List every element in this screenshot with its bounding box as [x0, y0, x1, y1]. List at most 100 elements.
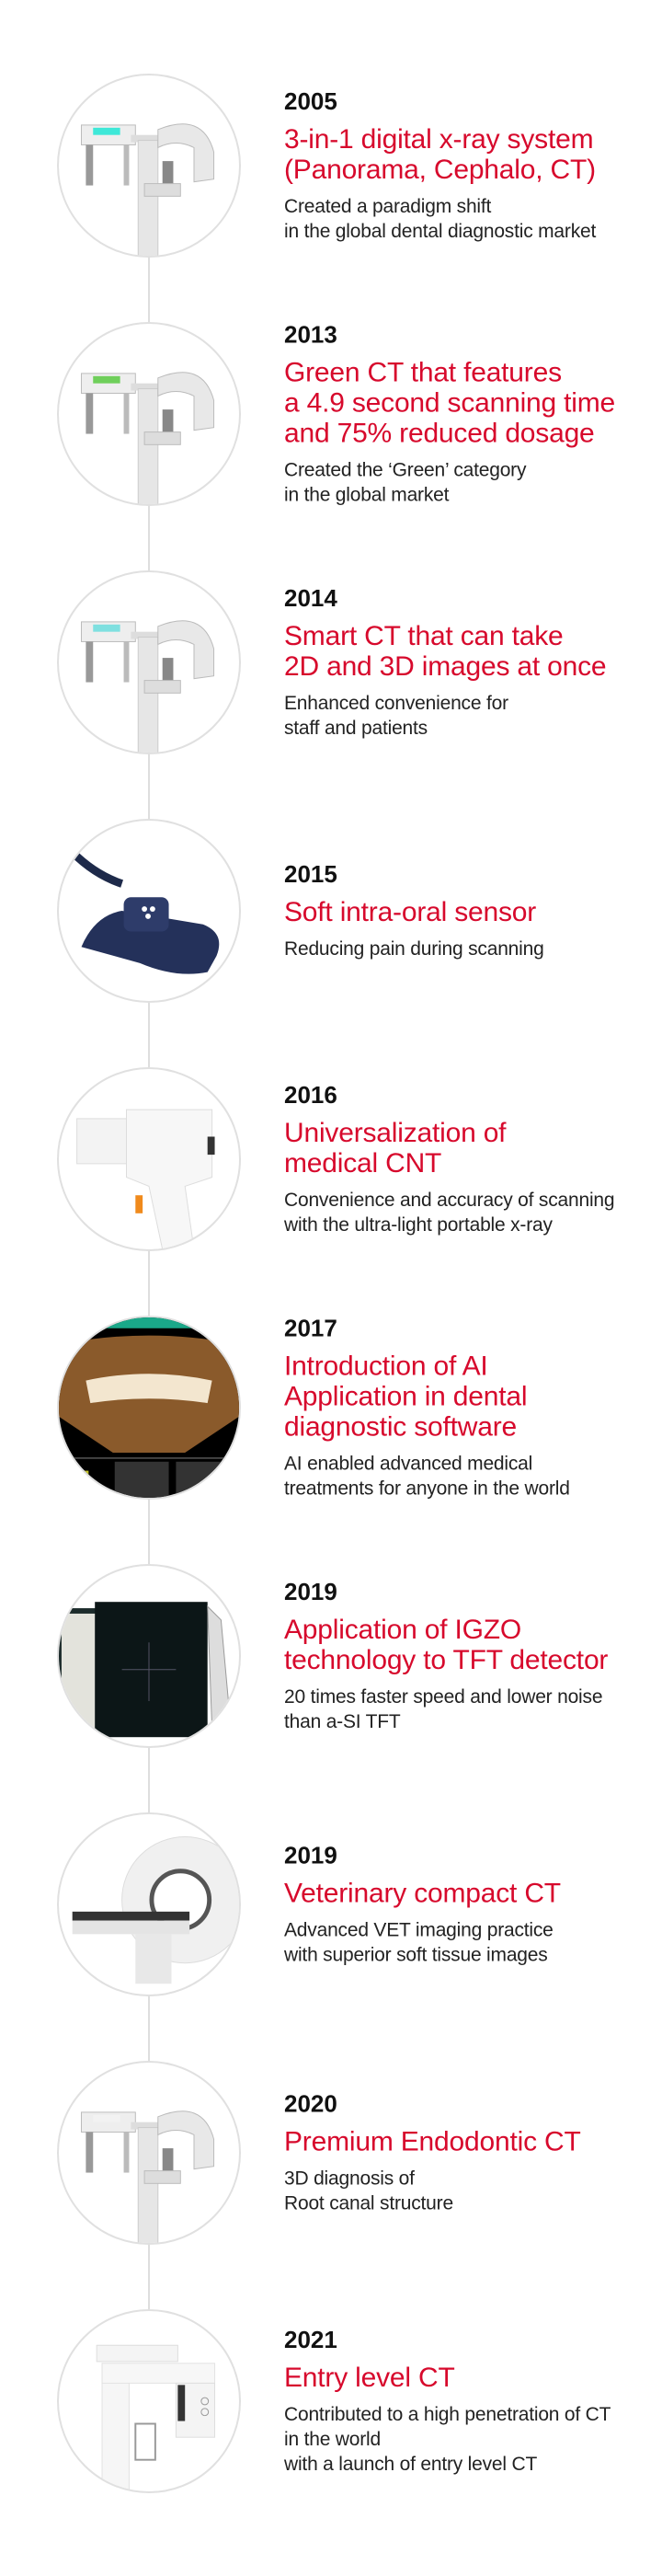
milestone-description: Advanced VET imaging practice with superi… — [284, 1918, 652, 1968]
milestone-year: 2019 — [284, 1841, 337, 1869]
milestone-year: 2005 — [284, 87, 337, 115]
description-line: Advanced VET imaging practice — [284, 1919, 554, 1941]
timeline-connector — [148, 2245, 150, 2309]
description-line: than a-SI TFT — [284, 1711, 401, 1732]
milestone-text: 2005 3-in-1 digital x-ray system(Panoram… — [284, 87, 652, 244]
title-line: Veterinary compact CT — [284, 1878, 561, 1909]
green-ct-machine-image — [57, 322, 241, 506]
milestone-description: AI enabled advanced medical treatments fo… — [284, 1452, 652, 1501]
timeline-item: 2021 Entry level CT Contributed to a hig… — [0, 2309, 662, 2493]
timeline-connector — [148, 1251, 150, 1316]
description-line: with the ultra-light portable x-ray — [284, 1214, 553, 1236]
timeline-connector — [148, 1996, 150, 2061]
milestone-description: 20 times faster speed and lower noise tha… — [284, 1685, 652, 1734]
milestone-year: 2017 — [284, 1314, 337, 1342]
description-line: in the world — [284, 2429, 381, 2450]
milestone-title: Veterinary compact CT — [284, 1879, 652, 1909]
title-line: medical CNT — [284, 1148, 442, 1179]
panoramic-cephalo-ct-machine-image — [57, 74, 241, 258]
title-line: 3-in-1 digital x-ray system — [284, 124, 594, 155]
title-line: (Panorama, Cephalo, CT) — [284, 155, 596, 185]
description-line: Contributed to a high penetration of CT — [284, 2404, 611, 2425]
timeline-connector — [148, 1500, 150, 1564]
title-line: diagnostic software — [284, 1411, 518, 1443]
milestone-description: Convenience and accuracy of scanning with… — [284, 1188, 652, 1237]
description-line: Enhanced convenience for — [284, 693, 508, 714]
milestone-title: Soft intra-oral sensor — [284, 897, 652, 927]
description-line: Reducing pain during scanning — [284, 938, 544, 960]
dental-software-screen-image — [57, 1316, 241, 1500]
timeline-connector — [148, 1748, 150, 1812]
title-line: Application in dental — [284, 1381, 528, 1412]
description-line: in the global dental diagnostic market — [284, 221, 597, 242]
portable-xray-image — [57, 1067, 241, 1251]
timeline-connector — [148, 506, 150, 570]
milestone-description: Contributed to a high penetration of CT i… — [284, 2402, 652, 2477]
title-line: Entry level CT — [284, 2363, 455, 2393]
milestone-year: 2021 — [284, 2326, 337, 2353]
description-line: Created the ‘Green’ category — [284, 459, 527, 481]
milestone-year: 2013 — [284, 320, 337, 349]
description-line: with superior soft tissue images — [284, 1944, 548, 1966]
timeline-item: 2005 3-in-1 digital x-ray system(Panoram… — [0, 74, 662, 258]
milestone-description: Created a paradigm shift in the global de… — [284, 194, 652, 244]
smart-ct-machine-image — [57, 570, 241, 754]
intraoral-sensor-image — [57, 819, 241, 1003]
title-line: a 4.9 second scanning time — [284, 387, 616, 419]
milestone-year: 2016 — [284, 1081, 337, 1109]
title-line: Smart CT that can take — [284, 621, 564, 651]
milestone-text: 2021 Entry level CT Contributed to a hig… — [284, 2326, 652, 2477]
title-line: technology to TFT detector — [284, 1645, 609, 1675]
timeline-connector — [148, 258, 150, 322]
title-line: Premium Endodontic CT — [284, 2126, 581, 2157]
timeline-item: 2015 Soft intra-oral sensor Reducing pai… — [0, 819, 662, 1003]
description-line: Created a paradigm shift — [284, 196, 492, 217]
endodontic-ct-machine-image — [57, 2061, 241, 2245]
milestone-description: Reducing pain during scanning — [284, 937, 652, 961]
title-line: and 75% reduced dosage — [284, 418, 595, 449]
timeline-item: 2020 Premium Endodontic CT 3D diagnosis … — [0, 2061, 662, 2245]
milestone-title: Premium Endodontic CT — [284, 2127, 652, 2157]
milestone-text: 2015 Soft intra-oral sensor Reducing pai… — [284, 860, 652, 961]
description-line: 3D diagnosis of — [284, 2168, 415, 2190]
timeline-item: 2019 Veterinary compact CT Advanced VET … — [0, 1812, 662, 1996]
milestone-text: 2020 Premium Endodontic CT 3D diagnosis … — [284, 2090, 652, 2216]
description-line: 20 times faster speed and lower noise — [284, 1686, 603, 1708]
description-line: AI enabled advanced medical — [284, 1453, 533, 1475]
milestone-year: 2014 — [284, 584, 337, 612]
entry-level-ct-machine-image — [57, 2309, 241, 2493]
milestone-year: 2019 — [284, 1578, 337, 1605]
title-line: Introduction of AI — [284, 1351, 488, 1382]
title-line: Green CT that features — [284, 357, 562, 388]
description-line: in the global market — [284, 484, 450, 506]
milestone-title: Entry level CT — [284, 2363, 652, 2393]
milestone-year: 2015 — [284, 860, 337, 888]
milestone-text: 2019 Veterinary compact CT Advanced VET … — [284, 1842, 652, 1968]
description-line: with a launch of entry level CT — [284, 2454, 538, 2475]
title-line: Soft intra-oral sensor — [284, 897, 537, 927]
timeline-connector — [148, 754, 150, 819]
title-line: Universalization of — [284, 1118, 507, 1148]
milestone-title: 3-in-1 digital x-ray system(Panorama, Ce… — [284, 124, 652, 185]
title-line: 2D and 3D images at once — [284, 651, 607, 682]
title-line: Application of IGZO — [284, 1615, 521, 1645]
description-line: treatments for anyone in the world — [284, 1478, 570, 1500]
description-line: Convenience and accuracy of scanning — [284, 1190, 615, 1211]
